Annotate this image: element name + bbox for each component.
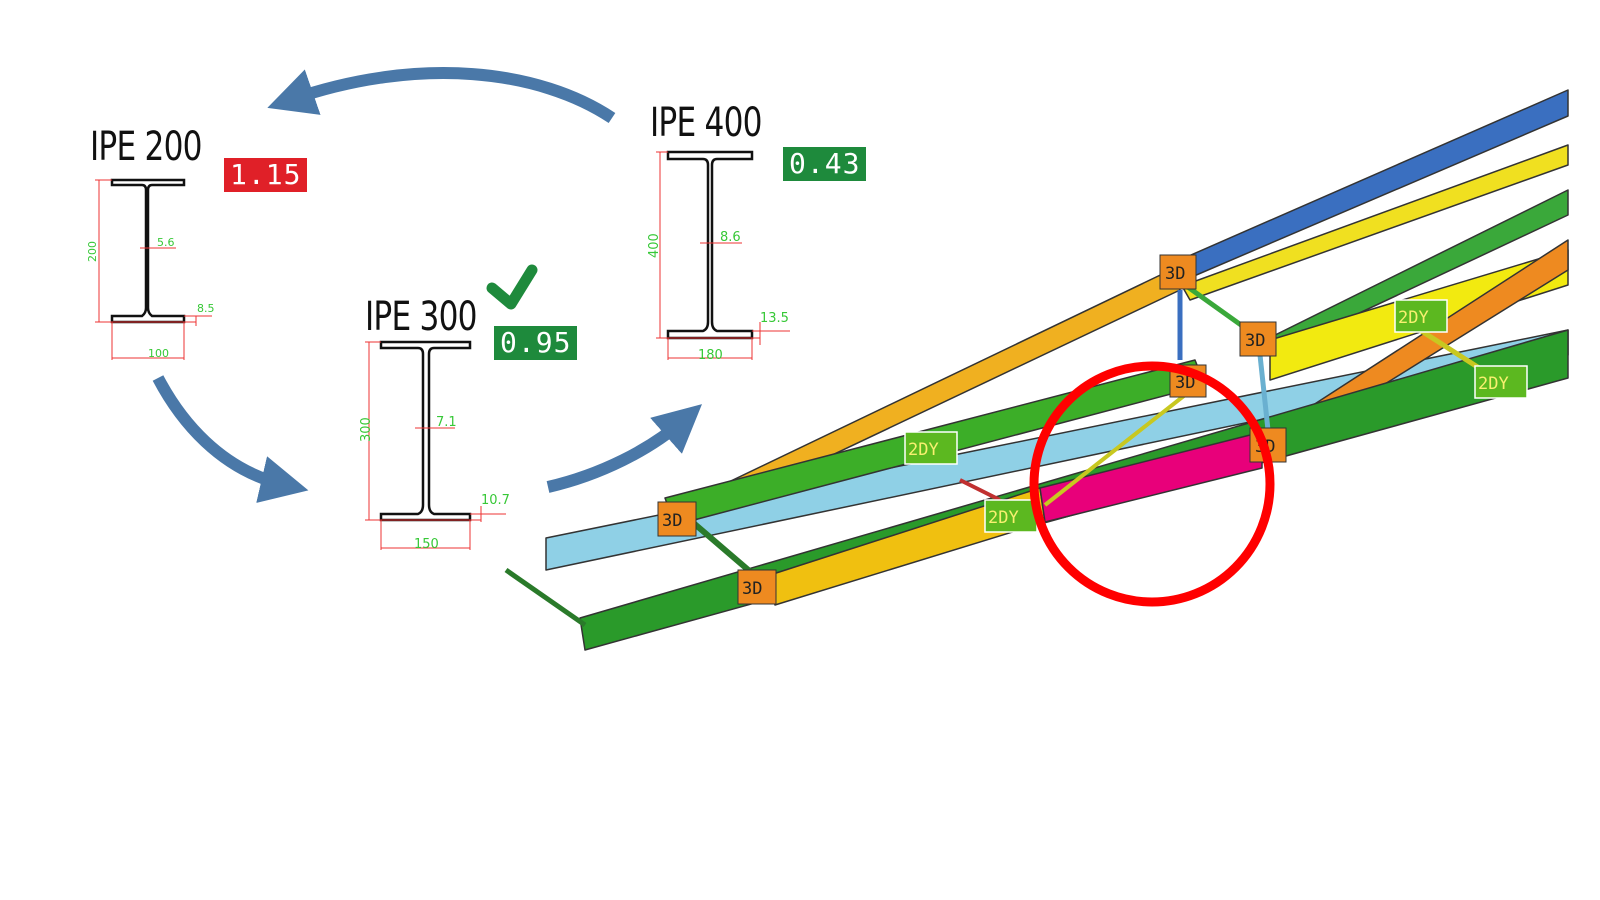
- node-tag-2dy: 2DY: [984, 499, 1038, 533]
- ipe400-web-label: 8.6: [720, 230, 741, 245]
- member-critical: [1039, 431, 1263, 523]
- profile-title-ipe400: IPE 400: [650, 100, 763, 146]
- profile-title-ipe200: IPE 200: [90, 124, 203, 170]
- ipe400-height-label: 400: [647, 233, 662, 258]
- ipe400-width-label: 180: [698, 348, 723, 363]
- svg-text:2DY: 2DY: [988, 508, 1019, 528]
- node-tag-3d: 3D: [737, 569, 777, 605]
- node-tag-3d: 3D: [1159, 254, 1197, 290]
- svg-text:3D: 3D: [1245, 331, 1265, 351]
- arrow-200-to-300: [152, 375, 309, 503]
- ratio-badge-ipe400: 0.43: [783, 147, 867, 181]
- svg-text:3D: 3D: [1165, 264, 1185, 284]
- ipe300-section-drawing: 150 7.1 10.7 300: [359, 340, 510, 552]
- svg-text:3D: 3D: [742, 579, 762, 599]
- ratio-badge-ipe300: 0.95: [494, 326, 578, 360]
- svg-text:2DY: 2DY: [1478, 374, 1509, 394]
- ipe200-width-label: 100: [148, 347, 169, 360]
- ipe400-flange-label: 13.5: [760, 311, 789, 326]
- node-tag-2dy: 2DY: [1474, 365, 1528, 399]
- svg-text:2DY: 2DY: [908, 440, 939, 460]
- svg-text:2DY: 2DY: [1398, 308, 1429, 328]
- arrow-300-to-400: [546, 404, 703, 493]
- node-tag-3d: 3D: [657, 501, 697, 537]
- ipe300-width-label: 150: [414, 537, 439, 552]
- node-tag-2dy: 2DY: [904, 431, 958, 465]
- member-yellow-chord: [1181, 144, 1569, 301]
- node-tag-2dy: 2DY: [1394, 299, 1448, 333]
- svg-text:3D: 3D: [1175, 373, 1195, 393]
- profile-title-ipe300: IPE 300: [365, 294, 478, 340]
- ipe200-flange-label: 8.5: [197, 302, 215, 315]
- ipe200-height-label: 200: [86, 241, 99, 262]
- ipe300-web-label: 7.1: [436, 415, 457, 430]
- arrow-400-to-200: [267, 67, 616, 123]
- ipe300-height-label: 300: [359, 417, 374, 442]
- ipe200-web-label: 5.6: [157, 236, 175, 249]
- ipe400-section-drawing: 180 8.6 13.5 400: [647, 150, 790, 363]
- ratio-badge-ipe200: 1.15: [224, 158, 308, 192]
- highlight-circle: [1029, 361, 1275, 607]
- svg-text:3D: 3D: [662, 511, 682, 531]
- node-tag-3d: 3D: [1239, 321, 1277, 357]
- ipe300-flange-label: 10.7: [481, 493, 510, 508]
- ipe200-section-drawing: 100 5.6 8.5 200: [86, 178, 215, 360]
